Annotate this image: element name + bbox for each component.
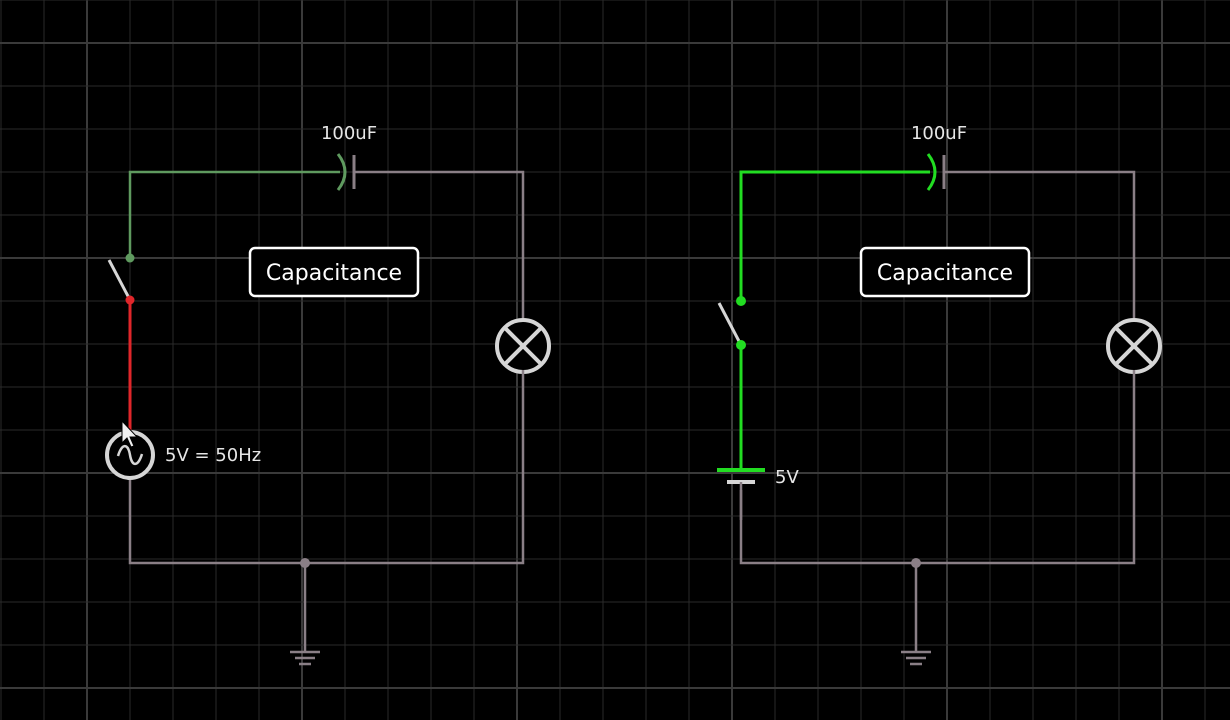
lamp-cross-b	[1114, 326, 1154, 366]
sine-wave-icon	[116, 444, 144, 466]
switch-lever[interactable]	[717, 302, 743, 346]
circuit-dc[interactable]: 100uF 5V Capaci	[717, 123, 1162, 666]
title-box-frame	[859, 246, 1031, 298]
ground[interactable]	[290, 558, 320, 666]
wire-top-right[interactable]	[354, 170, 525, 322]
source-label: 5V	[775, 467, 799, 488]
title-box[interactable]: Capacitance	[859, 246, 1031, 298]
capacitor-plate-curved	[336, 153, 347, 191]
battery[interactable]	[717, 468, 765, 520]
title-box[interactable]: Capacitance	[248, 246, 420, 298]
capacitor-label: 100uF	[911, 123, 967, 144]
source-label: 5V = 50Hz	[165, 445, 261, 466]
switch-top-node	[736, 296, 746, 306]
title-box-frame	[248, 246, 420, 298]
wire-bottom[interactable]	[128, 370, 525, 565]
capacitor-plate-curved	[926, 153, 937, 191]
ground[interactable]	[901, 558, 931, 666]
circuit-ac[interactable]: 100uF 5V = 50Hz	[105, 123, 551, 666]
lamp[interactable]	[1106, 318, 1162, 374]
capacitor-label: 100uF	[321, 123, 377, 144]
wire-top-left[interactable]	[128, 170, 340, 258]
switch-lever[interactable]	[107, 259, 132, 301]
switch-top-node	[125, 253, 135, 263]
wire-bottom[interactable]	[739, 370, 1136, 565]
wire-top-right[interactable]	[944, 170, 1136, 322]
lamp-cross-b	[503, 326, 543, 366]
title-label: Capacitance	[877, 261, 1013, 286]
wire-top-left[interactable]	[739, 170, 930, 300]
mouse-cursor-icon	[121, 419, 139, 448]
lamp[interactable]	[495, 318, 551, 374]
title-label: Capacitance	[266, 261, 402, 286]
